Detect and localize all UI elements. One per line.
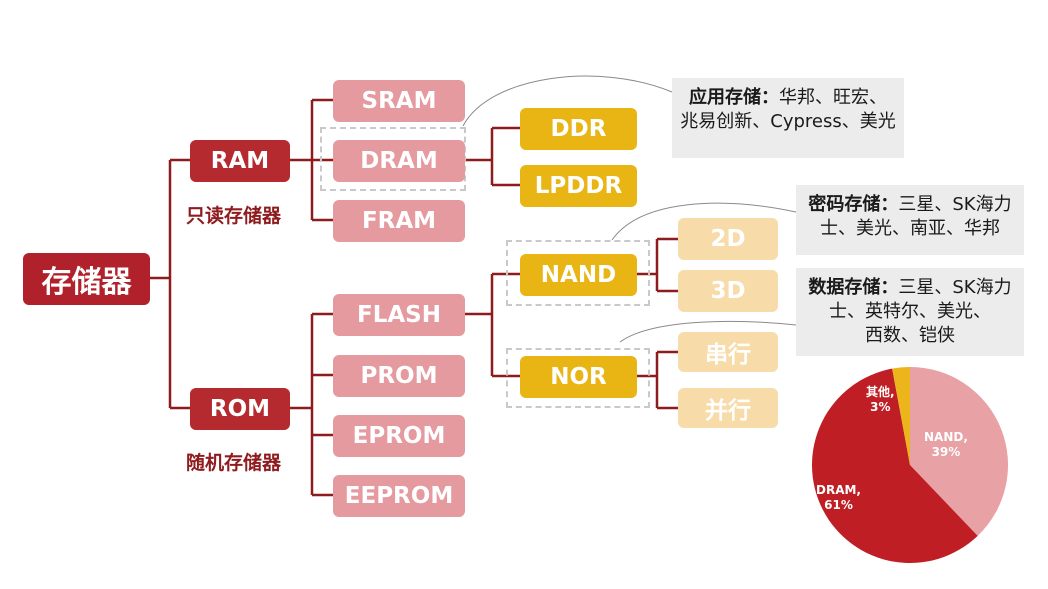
- note-text: 兆易创新、Cypress、美光: [680, 111, 896, 132]
- rom-node: ROM: [190, 388, 290, 430]
- nand-node: NAND: [520, 254, 637, 296]
- pie-svg: [811, 367, 1008, 563]
- nor-node: NOR: [520, 356, 637, 398]
- ddr-node: DDR: [520, 108, 637, 150]
- nand-crypto-note: 密码存储：三星、SK海力 士、美光、南亚、华邦: [796, 185, 1024, 255]
- eprom-node: EPROM: [333, 415, 465, 457]
- pie-label-other: 其他, 3%: [866, 385, 895, 414]
- pie-slice: [910, 367, 1008, 536]
- lpddr-node: LPDDR: [520, 165, 637, 207]
- note-text: 西数、铠侠: [865, 325, 955, 346]
- note-text: 士、英特尔、美光、: [829, 301, 991, 322]
- note-text: 华邦、旺宏、: [779, 87, 887, 108]
- rom-caption: 随机存储器: [186, 452, 282, 474]
- nand-3d-node: 3D: [678, 270, 778, 312]
- prom-node: PROM: [333, 355, 465, 397]
- sram-node: SRAM: [333, 80, 465, 122]
- dram-application-note: 应用存储：华邦、旺宏、 兆易创新、Cypress、美光: [672, 78, 904, 158]
- dram-node: DRAM: [333, 140, 465, 182]
- ram-node: RAM: [190, 140, 290, 182]
- pie-label-dram: DRAM, 61%: [816, 483, 861, 512]
- flash-node: FLASH: [333, 294, 465, 336]
- nand-data-note: 数据存储：三星、SK海力 士、英特尔、美光、 西数、铠侠: [796, 268, 1024, 356]
- note-text: 士、美光、南亚、华邦: [820, 218, 1000, 239]
- pie-slice: [892, 367, 910, 465]
- dram-dashed-group: [320, 127, 466, 191]
- nand-dashed-group: [506, 240, 650, 306]
- note-text: 三星、SK海力: [898, 277, 1012, 298]
- eeprom-node: EEPROM: [333, 475, 465, 517]
- root-node: 存储器: [23, 253, 150, 305]
- nand-2d-node: 2D: [678, 218, 778, 260]
- note-title: 密码存储：: [808, 194, 899, 215]
- fram-node: FRAM: [333, 200, 465, 242]
- pie-slice: [811, 368, 978, 563]
- note-title: 应用存储：: [689, 87, 779, 108]
- pie-label-nand: NAND, 39%: [924, 430, 968, 459]
- nor-parallel-node: 并行: [678, 388, 778, 428]
- market-share-pie: NAND, 39% DRAM, 61% 其他, 3%: [810, 365, 1010, 565]
- nor-serial-node: 串行: [678, 332, 778, 372]
- note-title: 数据存储：: [808, 277, 899, 298]
- note-text: 三星、SK海力: [898, 194, 1012, 215]
- nor-dashed-group: [506, 348, 650, 408]
- ram-caption: 只读存储器: [186, 205, 282, 227]
